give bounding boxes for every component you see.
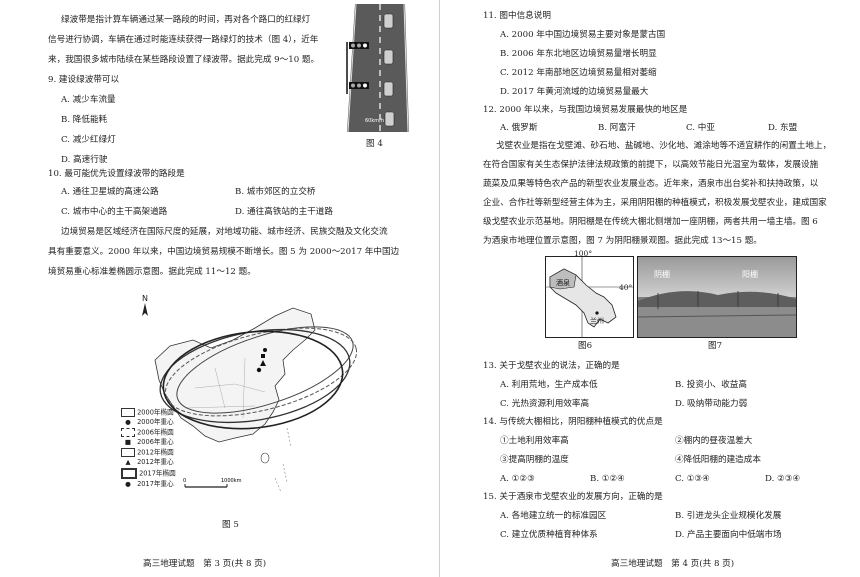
q14-option-d: D. ②③④ <box>765 474 801 484</box>
greenhouse-illustration: 阴棚 阳棚 <box>638 257 796 337</box>
intro-line-3: 来，我国很多城市陆续在某些路段设置了绿波带。据此完成 9～10 题。 <box>48 55 320 65</box>
intro2-line-1: 边境贸易是区域经济在国际尺度的延展，对地域功能、城市经济、民族交融及文化交流 <box>61 227 388 237</box>
legend-2000-centroid: ● 2000年重心 <box>125 418 174 427</box>
right-footer: 高三地理试题 第 4 页(共 8 页) <box>611 559 735 569</box>
ellipse-2017 <box>162 330 344 430</box>
label-yin-greenhouse: 阴棚 <box>654 269 670 279</box>
q9-option-b: B. 降低能耗 <box>61 115 108 125</box>
centroid-2017 <box>256 367 262 373</box>
left-page: 绿波带是指计算车辆通过某一路段的时间，再对各个路口的红绿灯 信号进行协调，车辆在… <box>48 3 413 569</box>
q14-item-1: ①土地利用效率高 <box>500 436 569 446</box>
q14-item-3: ③提高阴棚的温度 <box>500 455 569 465</box>
map-legend: 2000年椭圆 ● 2000年重心 2006年椭圆 ■ 2006年重心 2012… <box>121 408 176 489</box>
q11-option-b: B. 2006 年东北地区边境贸易量增长明显 <box>500 49 657 59</box>
q9-stem: 9. 建设绿波带可以 <box>48 75 120 85</box>
figure-6-location-map: 酒泉 兰州 <box>545 256 634 338</box>
q15-option-b: B. 引进龙头企业规模化发展 <box>675 511 782 521</box>
label-yang-greenhouse: 阳棚 <box>742 269 758 279</box>
scale-label: 1000km <box>221 478 242 484</box>
q11-stem: 11. 图中信息说明 <box>483 11 551 21</box>
q10-stem: 10. 最可能优先设置绿波带的路段是 <box>48 169 185 179</box>
q15-option-c: C. 建立优质种植育种体系 <box>500 530 598 540</box>
intro3-line-1: 戈壁农业是指在戈壁滩、砂石地、盐碱地、沙化地、滩涂地等不适宜耕作的闲置土地上， <box>496 141 832 151</box>
q12-option-b: B. 阿富汗 <box>598 123 636 133</box>
intro3-line-3: 蔬菜及瓜果等特色农产品的新型农业发展业态。近年来，酒泉市出台奖补和扶持政策，以 <box>483 179 819 189</box>
scale-zero: 0 <box>183 478 186 484</box>
q15-stem: 15. 关于酒泉市戈壁农业的发展方向，正确的是 <box>483 492 663 502</box>
q12-stem: 12. 2000 年以来，与我国边境贸易发展最快的地区是 <box>483 105 688 115</box>
figure-5-map: N 0 1000km 2 <box>115 288 367 500</box>
legend-2006-ellipse: 2006年椭圆 <box>121 428 176 438</box>
q14-item-4: ④降低阳棚的建造成本 <box>675 455 761 465</box>
centroid-2012 <box>260 360 266 366</box>
figure-5-caption: 图 5 <box>222 520 239 530</box>
north-arrow-icon <box>142 303 148 316</box>
q9-option-c: C. 减少红绿灯 <box>61 135 116 145</box>
q11-option-d: D. 2017 年黄河流域的边境贸易量最大 <box>500 87 649 97</box>
q9-option-a: A. 减少车流量 <box>61 95 116 105</box>
figure-6-caption: 图6 <box>578 341 593 351</box>
speed-label: 60km/h <box>365 118 384 124</box>
q14-option-a: A. ①②③ <box>500 474 535 484</box>
north-label: N <box>142 294 148 303</box>
q10-option-c: C. 城市中心的主干高架道路 <box>61 207 168 217</box>
legend-2017-ellipse: 2017年椭圆 <box>121 468 176 480</box>
q10-option-b: B. 城市郊区的立交桥 <box>235 187 316 197</box>
figure-4-road: 60km/h <box>343 3 413 133</box>
intro2-line-3: 境贸易重心标准差椭圆示意图。据此完成 11～12 题。 <box>48 267 256 277</box>
q15-option-a: A. 各地建立统一的标准园区 <box>500 511 607 521</box>
centroid-2006 <box>261 354 265 358</box>
q10-option-d: D. 通往高铁站的主干道路 <box>235 207 333 217</box>
q10-option-a: A. 通往卫星城的高速公路 <box>61 187 159 197</box>
latitude-label: 40° <box>619 283 633 292</box>
intro-line-1: 绿波带是指计算车辆通过某一路段的时间，再对各个路口的红绿灯 <box>61 15 311 25</box>
longitude-label: 100° <box>574 249 593 258</box>
china-outline <box>154 307 316 443</box>
intro3-line-2: 在符合国家有关生态保护法律法规政策的前提下，以高效节能日光温室为载体，发展设施 <box>483 160 819 170</box>
q14-item-2: ②棚内的昼夜温差大 <box>675 436 753 446</box>
road-illustration: 60km/h <box>346 3 409 133</box>
q11-option-a: A. 2000 年中国边境贸易主要对象是蒙古国 <box>500 30 666 40</box>
city-jiuquan: 酒泉 <box>556 278 570 287</box>
left-footer: 高三地理试题 第 3 页(共 8 页) <box>143 559 267 569</box>
q13-option-d: D. 吸纳带动能力弱 <box>675 399 748 409</box>
q13-option-a: A. 利用荒地，生产成本低 <box>500 380 598 390</box>
centroid-2000 <box>263 348 267 352</box>
figure-7-caption: 图7 <box>708 341 723 351</box>
intro3-line-4: 企业、合作社等新型经营主体为主，采用阴阳棚的种植模式，积极发展戈壁农业，建成国家 <box>483 198 827 208</box>
gansu-map-svg: 酒泉 兰州 <box>546 257 633 337</box>
right-page: 11. 图中信息说明 A. 2000 年中国边境贸易主要对象是蒙古国 B. 20… <box>440 0 860 577</box>
q9-option-d: D. 高速行驶 <box>61 155 108 165</box>
intro2-line-2: 具有重要意义。2000 年以来，中国边境贸易规模不断增长。图 5 为 2000～… <box>48 247 400 257</box>
q13-option-c: C. 光热资源利用效率高 <box>500 399 590 409</box>
q14-option-b: B. ①②④ <box>590 474 625 484</box>
jiuquan-region <box>549 268 577 290</box>
legend-2012-ellipse: 2012年椭圆 <box>121 448 176 458</box>
legend-2012-centroid: ▲ 2012年重心 <box>125 458 174 467</box>
q15-option-d: D. 产品主要面向中低端市场 <box>675 530 782 540</box>
page-divider <box>439 0 440 577</box>
q12-option-d: D. 东盟 <box>768 123 798 133</box>
legend-2017-centroid: ● 2017年重心 <box>125 479 174 488</box>
figure-4-caption: 图 4 <box>366 139 383 149</box>
china-map-svg: N 0 1000km <box>142 294 358 493</box>
ellipse-2006 <box>164 327 358 417</box>
q12-option-a: A. 俄罗斯 <box>500 123 538 133</box>
intro3-line-6: 为酒泉市地理位置示意图，图 7 为阴阳棚景观图。据此完成 13～15 题。 <box>483 236 762 246</box>
intro3-line-5: 级戈壁农业示范基地。阴阳棚是在传统大棚北侧增加一座阴棚，两者共用一墙主墙。图 6 <box>483 217 818 227</box>
q14-stem: 14. 与传统大棚相比，阴阳棚种植模式的优点是 <box>483 417 663 427</box>
legend-2000-ellipse: 2000年椭圆 <box>121 408 176 418</box>
legend-2006-centroid: ■ 2006年重心 <box>124 438 174 447</box>
figure-7-greenhouse-photo: 阴棚 阳棚 <box>637 256 797 338</box>
q11-option-c: C. 2012 年南部地区边境贸易量相对萎缩 <box>500 68 657 78</box>
city-lanzhou: 兰州 <box>590 316 604 325</box>
q13-stem: 13. 关于戈壁农业的说法，正确的是 <box>483 361 620 371</box>
q12-option-c: C. 中亚 <box>686 123 715 133</box>
intro-line-2: 信号进行协调，车辆在通过时能连续获得一路绿灯的技术（图 4），近年 <box>48 35 319 45</box>
q14-option-c: C. ①③④ <box>675 474 710 484</box>
q13-option-b: B. 投资小、收益高 <box>675 380 747 390</box>
